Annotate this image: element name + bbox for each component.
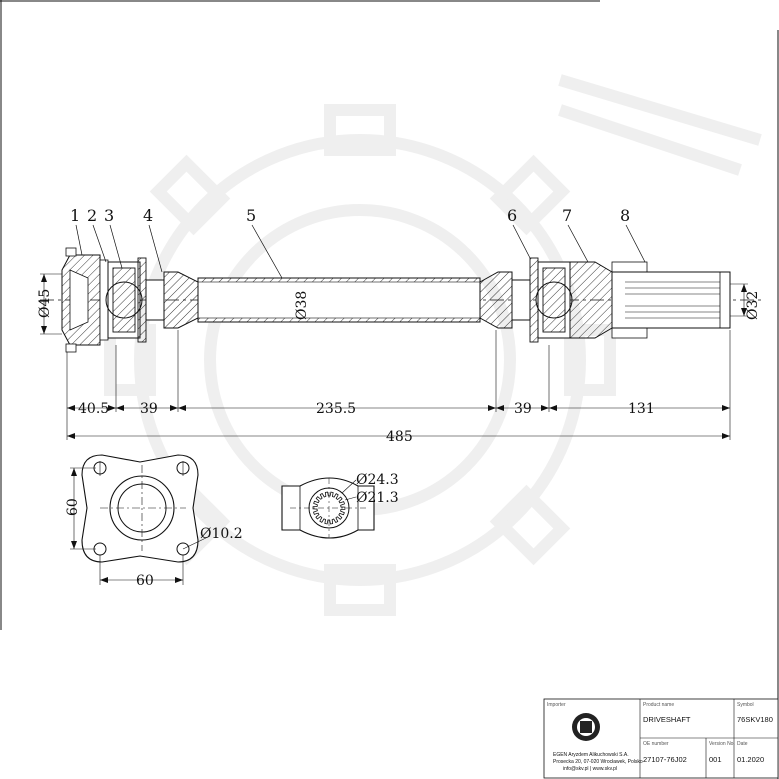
seg-3-label: 235.5 xyxy=(316,401,356,417)
right-cross-joint xyxy=(529,257,573,343)
tube xyxy=(197,277,481,323)
seg-5-label: 131 xyxy=(628,401,655,417)
symbol-value: 76SKV180 xyxy=(737,715,773,724)
importer-text-2: Prosecka 20, 07-020 Wrocławek, Polsko xyxy=(553,759,643,765)
seg-2-label: 39 xyxy=(140,401,158,417)
left-tube-end xyxy=(163,271,199,329)
ref-6: 6 xyxy=(507,206,517,225)
flange-width-label: 60 xyxy=(136,573,154,589)
ref-3: 3 xyxy=(104,206,114,225)
ref-2: 2 xyxy=(87,206,97,225)
version-label: Version No. xyxy=(709,741,735,747)
title-block: Importer EGEN Aryzdem Alikuchowski S.A. … xyxy=(543,698,779,779)
diameter-dims: Ø45 Ø38 Ø32 xyxy=(37,273,761,335)
seg-1-label: 40.5 xyxy=(78,401,109,417)
hole-dia-label: Ø10.2 xyxy=(200,526,243,542)
dia-right-label: Ø32 xyxy=(745,291,761,320)
part-reference-labels: 1 2 3 4 5 6 7 8 xyxy=(70,206,646,279)
right-yoke-and-stub xyxy=(569,261,731,339)
spline-hub-view xyxy=(281,477,375,539)
date-label: Date xyxy=(737,741,748,747)
total-length-label: 485 xyxy=(386,429,413,445)
symbol-label: Symbol xyxy=(737,702,754,708)
dia-left-label: Ø45 xyxy=(37,289,53,318)
importer-text-3: info@skv.pl | www.skv.pl xyxy=(563,766,617,772)
flange-dims xyxy=(70,467,184,585)
flange-front-view xyxy=(81,454,211,563)
ref-7: 7 xyxy=(562,206,572,225)
date-value: 01.2020 xyxy=(737,755,764,764)
flange-height-label: 60 xyxy=(65,498,81,516)
length-dims xyxy=(66,330,731,440)
oe-number: 27107-76J02 xyxy=(643,755,687,764)
importer-logo xyxy=(572,713,600,741)
spline-inner-label: Ø21.3 xyxy=(356,490,399,506)
left-cross-joint xyxy=(105,257,165,343)
version-value: 001 xyxy=(709,755,722,764)
ref-5: 5 xyxy=(246,206,256,225)
importer-label: Importer xyxy=(547,702,566,708)
product-name-label: Product name xyxy=(643,702,674,708)
oe-label: OE number xyxy=(643,741,669,747)
importer-text-1: EGEN Aryzdem Alikuchowski S.A. xyxy=(553,752,629,758)
right-tube-end xyxy=(479,271,531,329)
ref-4: 4 xyxy=(143,206,153,225)
left-flange-yoke xyxy=(61,247,109,353)
spline-outer-label: Ø24.3 xyxy=(356,472,399,488)
spline-lines xyxy=(625,281,720,319)
ref-1: 1 xyxy=(70,206,80,225)
dia-tube-label: Ø38 xyxy=(294,291,310,320)
product-name: DRIVESHAFT xyxy=(643,715,691,724)
ref-8: 8 xyxy=(620,206,630,225)
seg-4-label: 39 xyxy=(514,401,532,417)
